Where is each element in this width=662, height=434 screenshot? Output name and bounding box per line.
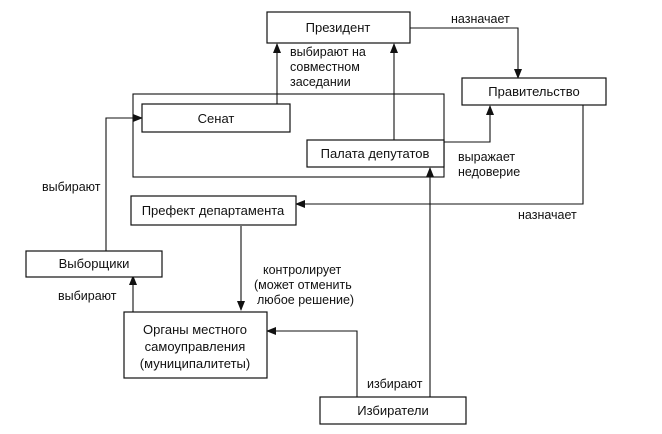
local-bodies-line-1: Органы местного <box>143 322 247 337</box>
node-government: Правительство <box>461 77 607 106</box>
label-elect-joint-1: выбирают на <box>290 45 366 59</box>
arrow-deputies-to-government <box>444 105 494 143</box>
deputies-label: Палата депутатов <box>321 146 430 161</box>
arrow-voters-to-local <box>266 327 358 397</box>
electors-label: Выборщики <box>59 256 130 271</box>
government-label: Правительство <box>488 84 579 99</box>
label-distrust-1: выражает <box>458 150 515 164</box>
node-local-bodies: Органы местного самоуправления (муниципа… <box>123 311 268 379</box>
label-elect-joint-2: совместном <box>290 60 360 74</box>
president-label: Президент <box>306 20 371 35</box>
local-bodies-line-3: (муниципалитеты) <box>140 356 250 371</box>
label-distrust-2: недоверие <box>458 165 520 179</box>
node-senate: Сенат <box>141 103 291 133</box>
parliament-frame <box>132 93 445 178</box>
local-bodies-line-2: самоуправления <box>145 339 246 354</box>
label-elect-joint-3: заседании <box>290 75 351 89</box>
label-voters-elect: избирают <box>367 377 423 391</box>
senate-label: Сенат <box>198 111 235 126</box>
node-deputies: Палата депутатов <box>306 139 445 168</box>
voters-label: Избиратели <box>357 403 429 418</box>
label-elect-electors: выбирают <box>58 289 117 303</box>
node-electors: Выборщики <box>25 250 163 278</box>
label-appoints-prefect: назначает <box>518 208 577 222</box>
arrow-government-to-prefect <box>295 104 584 208</box>
label-appoints-government: назначает <box>451 12 510 26</box>
node-president: Президент <box>266 11 411 44</box>
node-prefect: Префект департамента <box>130 195 297 226</box>
arrow-electors-to-senate <box>105 114 143 251</box>
connectors <box>105 27 584 397</box>
node-voters: Избиратели <box>319 396 467 425</box>
label-controls-3: любое решение) <box>257 293 354 307</box>
prefect-label: Префект департамента <box>142 203 285 218</box>
label-controls-1: контролирует <box>263 263 342 277</box>
label-elect-senate: выбирают <box>42 180 101 194</box>
arrow-president-to-government <box>410 27 522 79</box>
label-controls-2: (может отменить <box>254 278 352 292</box>
